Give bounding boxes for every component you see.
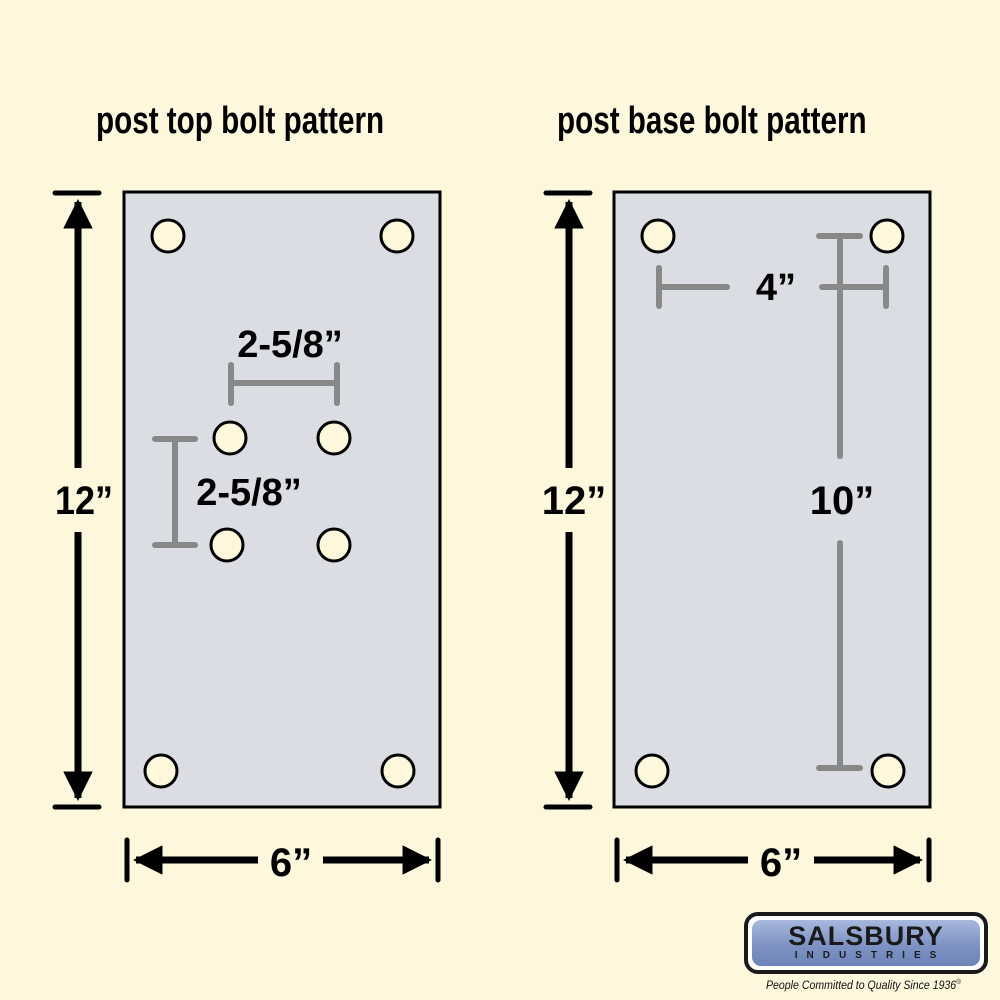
bolt-hole (640, 218, 676, 254)
height-dimension-left (52, 190, 102, 810)
bolt-hole (212, 420, 248, 456)
post-top-panel (52, 190, 442, 883)
vertical-inner-dimension (816, 233, 863, 771)
inner-horizontal-label-left: 2-5/8” (237, 324, 343, 366)
inner-vertical-label-right: 10” (810, 479, 875, 523)
post-top-title: post top bolt pattern (96, 100, 385, 142)
salsbury-logo: SALSBURY INDUSTRIES (744, 912, 988, 974)
logo-brand-name: SALSBURY (788, 921, 944, 951)
bolt-hole (870, 753, 906, 789)
inner-bolt-holes (209, 420, 352, 563)
bolt-hole (380, 753, 416, 789)
bolt-hole (150, 218, 186, 254)
bolt-hole (209, 527, 245, 563)
post-base-plate (612, 190, 932, 809)
tagline-text: People Committed to Quality Since 1936 (766, 978, 957, 992)
post-base-panel (543, 190, 932, 883)
width-label-right: 6” (760, 841, 802, 885)
logo-badge: SALSBURY INDUSTRIES (752, 920, 980, 966)
bolt-hole (316, 527, 352, 563)
corner-bolt-holes (634, 218, 906, 789)
logo-subtitle: INDUSTRIES (794, 950, 946, 961)
inner-horizontal-label-right: 4” (756, 267, 796, 309)
inner-vertical-label-left: 2-5/8” (196, 472, 302, 514)
height-dimension-right (543, 190, 593, 810)
post-base-title: post base bolt pattern (557, 100, 867, 142)
bolt-hole (634, 753, 670, 789)
corner-bolt-holes (143, 218, 416, 789)
horizontal-inner-dimension (228, 362, 340, 406)
vertical-inner-dimension (152, 436, 198, 548)
width-label-left: 6” (270, 841, 312, 885)
width-dimension-left (124, 837, 441, 883)
height-label-left: 12” (55, 479, 113, 523)
width-dimension-right (614, 837, 932, 883)
height-label-right: 12” (542, 479, 607, 523)
bolt-hole (316, 420, 352, 456)
bolt-hole (379, 218, 415, 254)
bolt-hole (143, 753, 179, 789)
bolt-hole (869, 218, 905, 254)
registered-mark: ® (956, 979, 961, 986)
brand-tagline: People Committed to Quality Since 1936® (766, 978, 961, 992)
horizontal-inner-dimension (656, 265, 889, 309)
